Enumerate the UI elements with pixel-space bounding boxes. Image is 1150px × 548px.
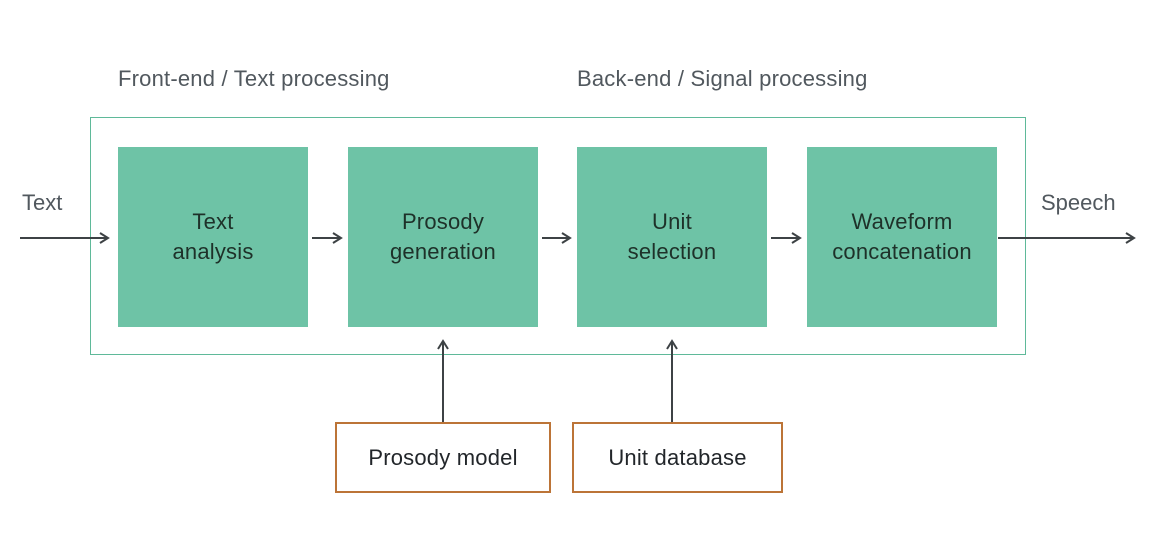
source-prosody-model: Prosody model xyxy=(335,422,551,493)
stage-label-line: Waveform xyxy=(851,209,953,234)
pipeline-container-outline xyxy=(90,117,1026,355)
input-text-label: Text xyxy=(22,190,63,215)
stage-prosody-generation: Prosody generation xyxy=(348,147,538,327)
stage-label-line: Text xyxy=(192,209,234,234)
source-unit-database: Unit database xyxy=(572,422,783,493)
stage-waveform-concatenation: Waveform concatenation xyxy=(807,147,997,327)
stage-label-line: analysis xyxy=(172,239,254,264)
stage-text-analysis: Text analysis xyxy=(118,147,308,327)
stage-label-line: Prosody xyxy=(401,209,485,234)
front-end-section-label: Front-end / Text processing xyxy=(118,66,390,91)
stage-label-line: concatenation xyxy=(832,239,972,264)
stage-label-line: selection xyxy=(627,239,717,264)
stage-label-line: Unit xyxy=(652,209,692,234)
stage-label-line: generation xyxy=(390,239,496,264)
back-end-section-label: Back-end / Signal processing xyxy=(577,66,868,91)
stage-unit-selection: Unit selection xyxy=(577,147,767,327)
output-speech-label: Speech xyxy=(1041,190,1116,215)
